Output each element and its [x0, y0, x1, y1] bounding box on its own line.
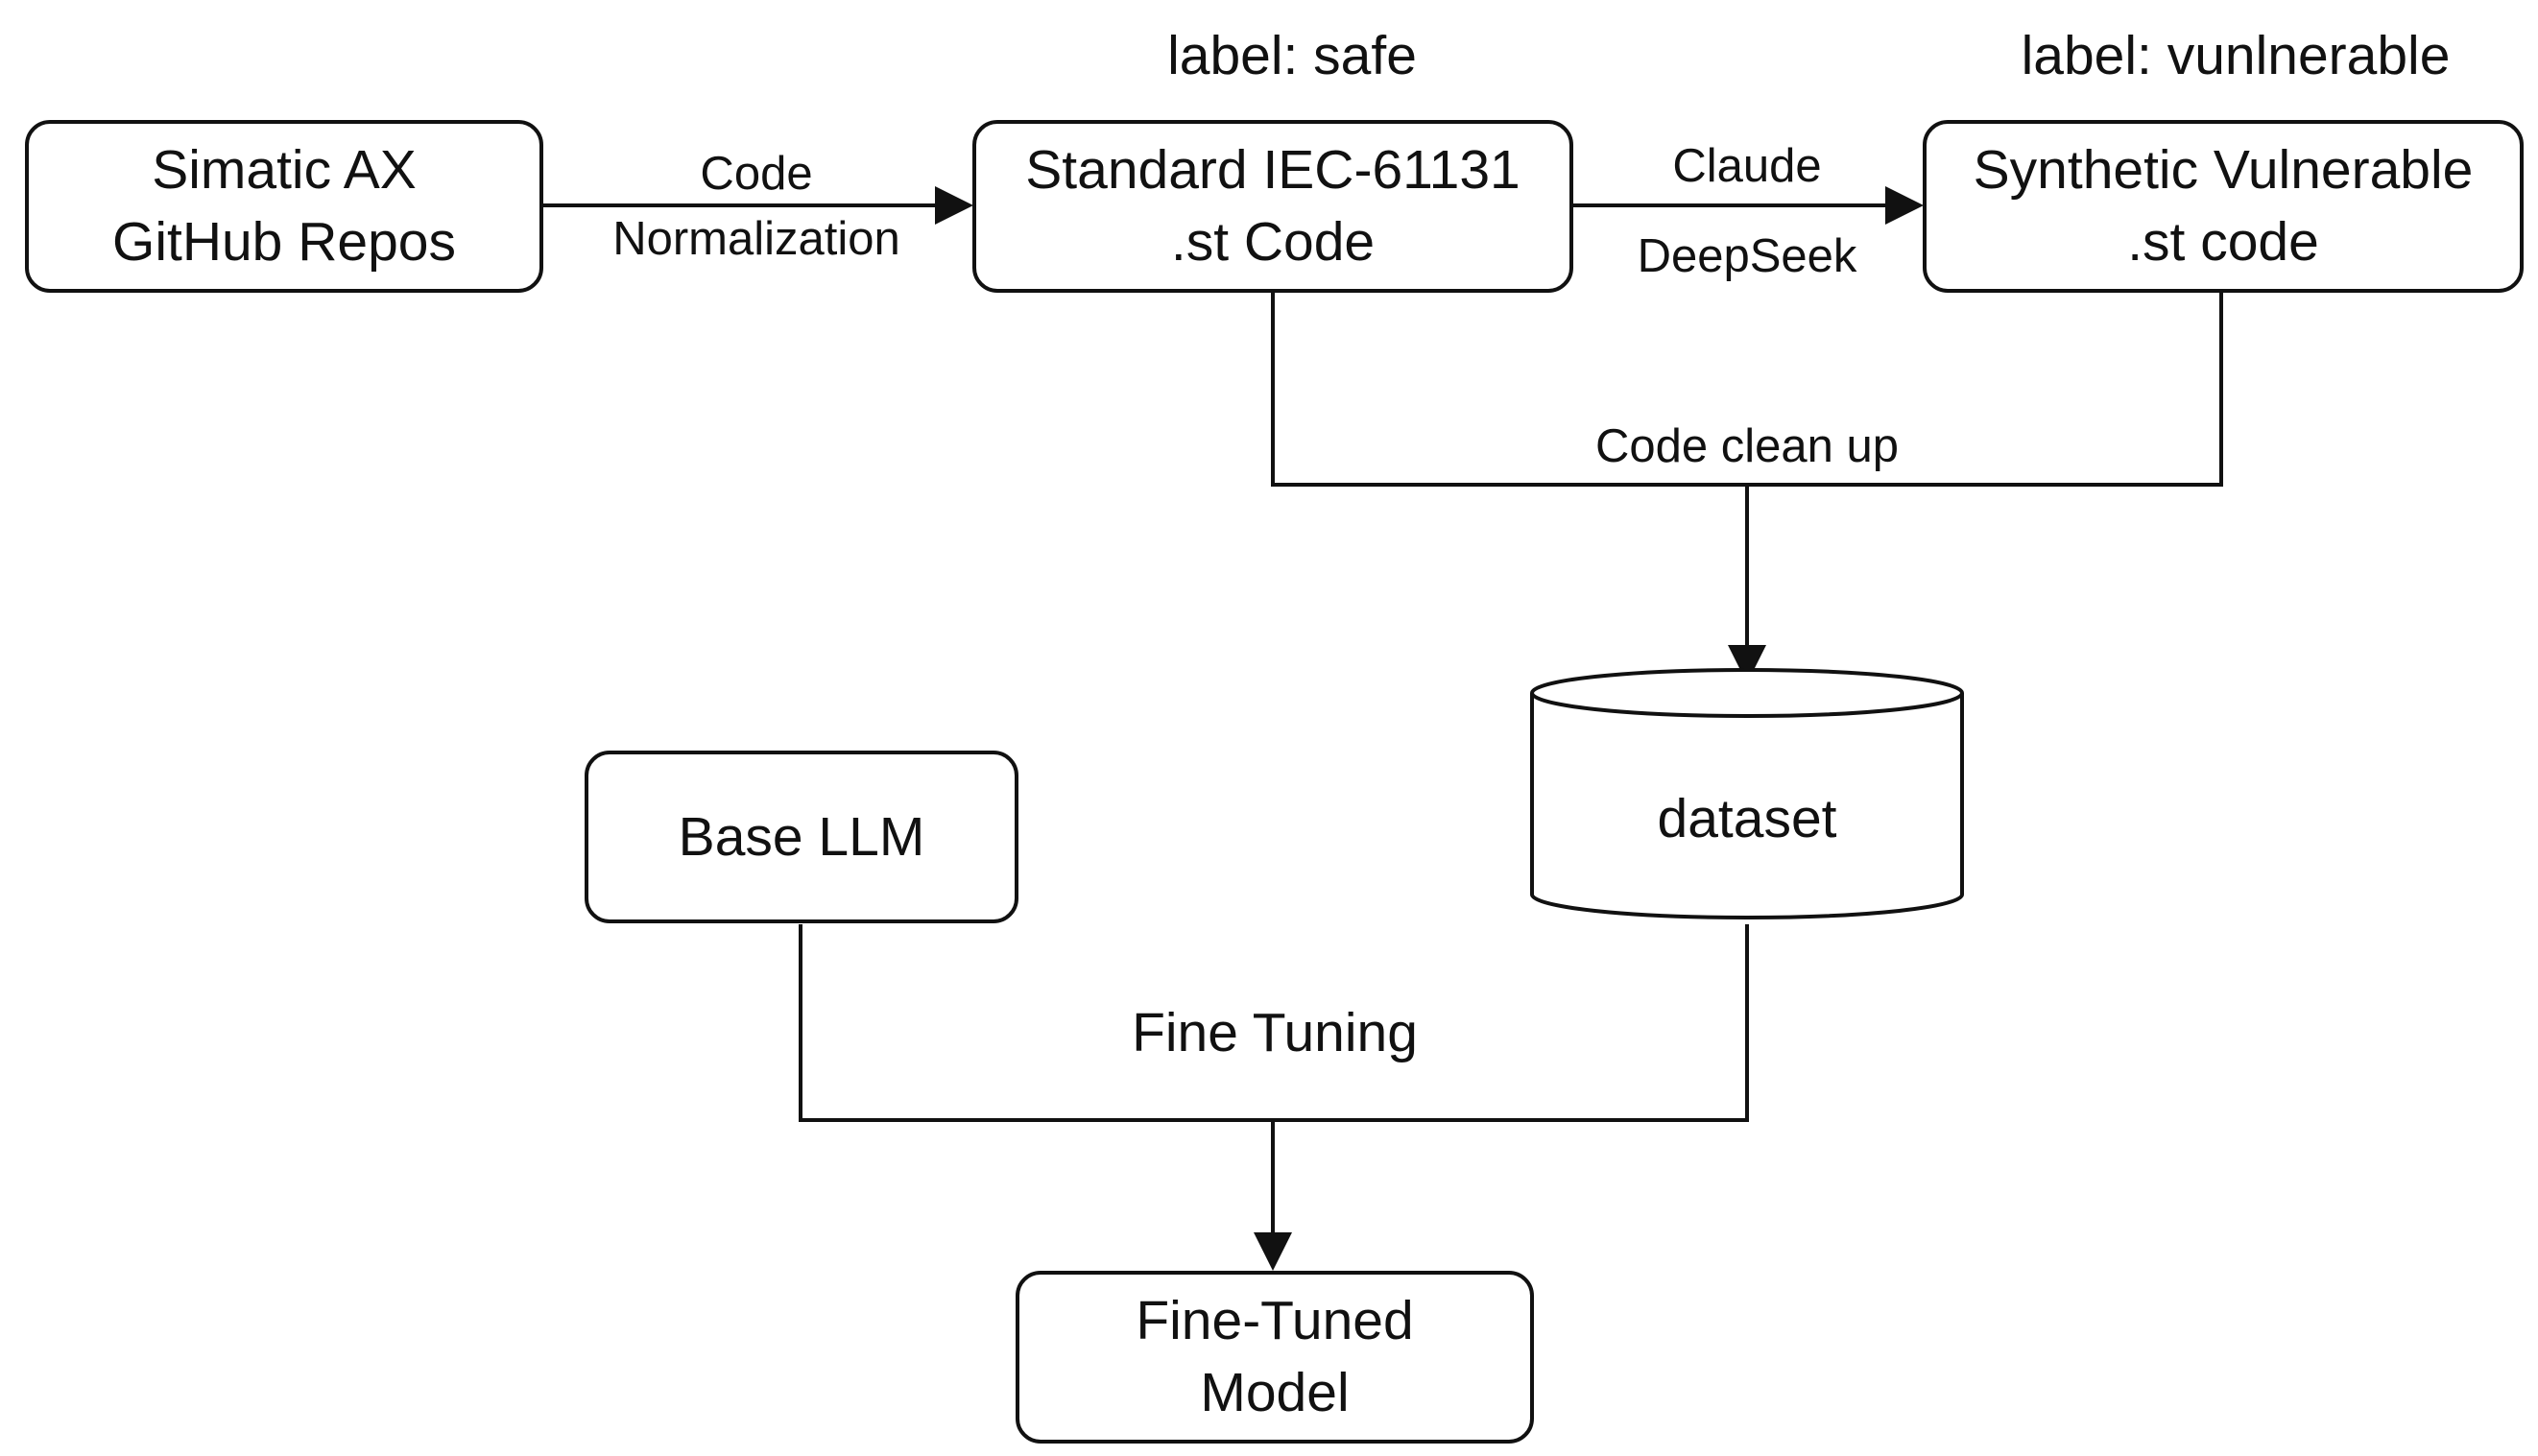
node-base-llm-label: Base LLM: [678, 805, 925, 868]
tag-safe: label: safe: [1167, 25, 1417, 86]
edge-label-code: Code: [700, 148, 813, 200]
dataset-cylinder: [1530, 668, 1964, 919]
node-fine-tuned-line1: Fine-Tuned: [1136, 1290, 1414, 1351]
node-simatic-repos: Simatic AX GitHub Repos: [25, 120, 543, 293]
edge-label-code-clean-up: Code clean up: [1594, 420, 1900, 472]
node-synthetic-vulnerable-line2: .st code: [2127, 211, 2319, 273]
edge-label-deepseek: DeepSeek: [1637, 230, 1857, 282]
edge-label-fine-tuning: Fine Tuning: [1132, 1002, 1418, 1063]
node-fine-tuned-line2: Model: [1200, 1362, 1350, 1423]
node-simatic-repos-line2: GitHub Repos: [111, 211, 456, 273]
node-fine-tuned-model: Fine-Tuned Model: [1016, 1271, 1534, 1444]
edge-label-claude: Claude: [1672, 140, 1822, 192]
node-synthetic-vulnerable-code: Synthetic Vulnerable .st code: [1923, 120, 2524, 293]
edge-label-normalization: Normalization: [612, 213, 900, 265]
node-standard-code: Standard IEC-61131 .st Code: [972, 120, 1573, 293]
node-simatic-repos-line1: Simatic AX: [152, 139, 417, 201]
tag-vulnerable: label: vunlnerable: [2021, 25, 2451, 86]
node-standard-code-line1: Standard IEC-61131: [1025, 139, 1520, 201]
node-base-llm: Base LLM: [585, 751, 1018, 923]
node-standard-code-line2: .st Code: [1170, 211, 1376, 273]
node-synthetic-vulnerable-line1: Synthetic Vulnerable: [1973, 139, 2474, 201]
node-dataset-label: dataset: [1657, 788, 1837, 849]
